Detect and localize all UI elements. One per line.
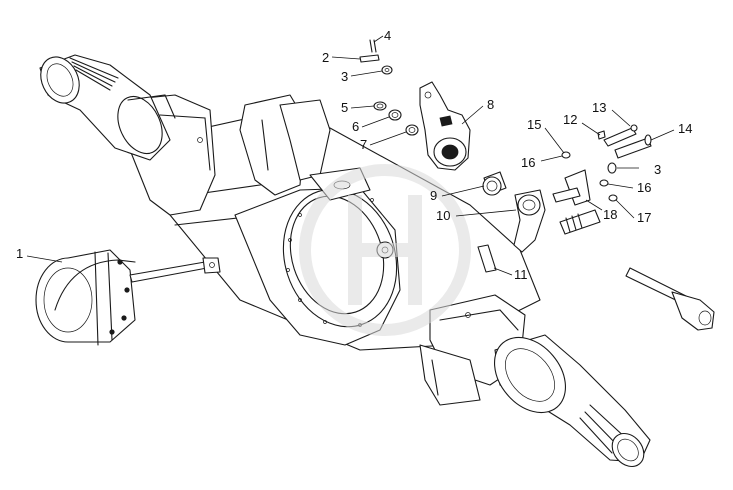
axle-housing <box>124 94 541 406</box>
callout-7: 7 <box>360 137 368 152</box>
callout-9: 9 <box>430 188 438 203</box>
callout-8: 8 <box>487 97 495 112</box>
callout-17: 17 <box>637 210 652 225</box>
callout-10: 10 <box>436 208 451 223</box>
callout-18: 18 <box>603 207 618 222</box>
callout-13: 13 <box>592 100 607 115</box>
right-spindle <box>493 334 651 468</box>
callout-4: 4 <box>384 28 392 43</box>
callout-6: 6 <box>352 119 360 134</box>
callout-14: 14 <box>678 121 693 136</box>
callout-5: 5 <box>341 100 349 115</box>
callout-16b: 16 <box>637 180 652 195</box>
callout-12: 12 <box>563 112 578 127</box>
propeller-shaft <box>625 267 715 331</box>
leader-lines <box>26 35 675 276</box>
callout-16a: 16 <box>521 155 536 170</box>
slack-adjuster-assembly <box>359 39 652 273</box>
callout-2: 2 <box>322 50 330 65</box>
watermark-logo <box>299 164 471 336</box>
callout-1: 1 <box>16 246 24 261</box>
brake-chamber <box>35 249 221 346</box>
left-spindle <box>39 54 176 161</box>
callout-15: 15 <box>527 117 542 132</box>
callout-3b: 3 <box>654 162 662 177</box>
callout-3a: 3 <box>341 69 349 84</box>
callout-11: 11 <box>514 267 528 282</box>
